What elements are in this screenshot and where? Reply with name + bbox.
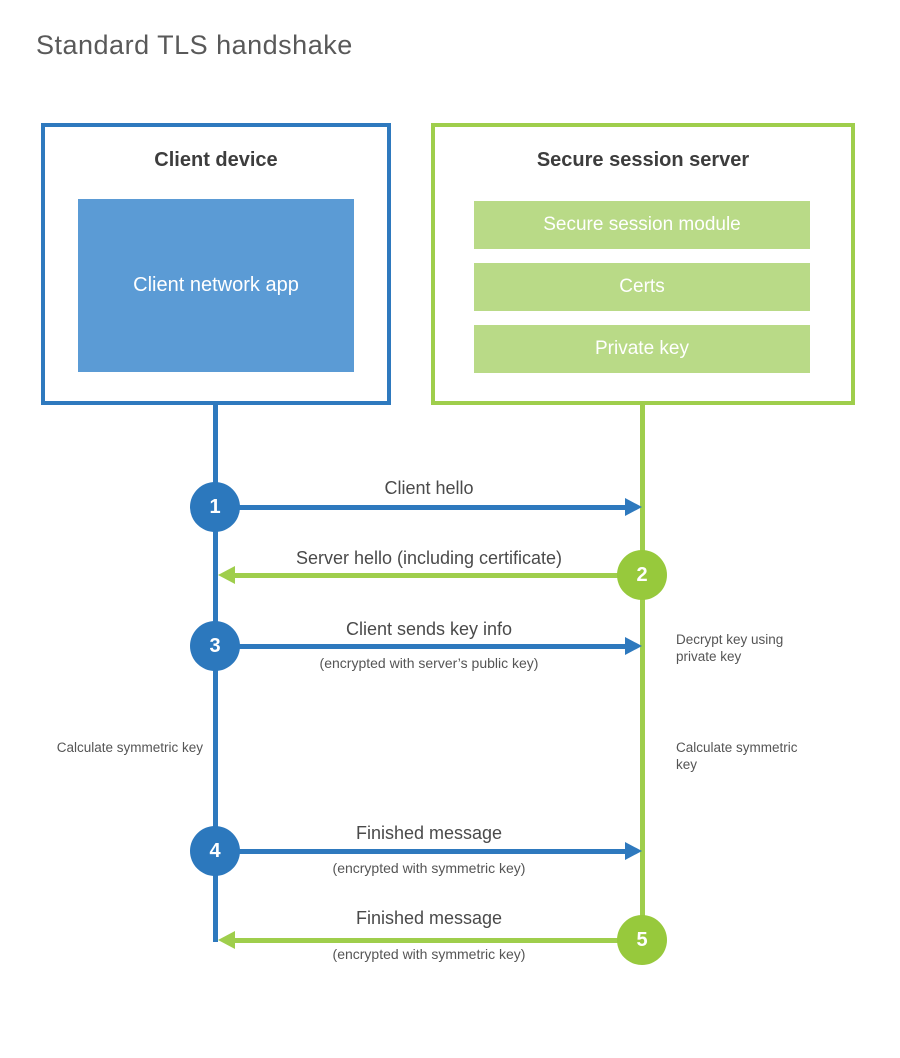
arrow-shaft: [218, 644, 627, 649]
step5-badge: 5: [617, 915, 667, 965]
step2-arrow-left-icon: [218, 566, 642, 584]
server-lifeline: [640, 405, 645, 940]
step5-arrow-left-icon: [218, 931, 642, 949]
server-module-secure-session: Secure session module: [474, 201, 810, 249]
step1-arrow-right-icon: [218, 498, 642, 516]
step2-badge: 2: [617, 550, 667, 600]
step3-message-label: Client sends key info: [345, 619, 513, 639]
step1-number: 1: [209, 495, 221, 518]
arrow-head-icon: [625, 637, 642, 655]
step3-message-sublabel: (encrypted with server’s public key): [319, 655, 539, 671]
calculate-symmetric-key-note-server: Calculate symmetric key: [676, 740, 798, 772]
client-device-header: Client device: [154, 149, 278, 171]
step4-arrow-right-icon: [218, 842, 642, 860]
arrow-shaft: [218, 505, 627, 510]
step3-badge: 3: [190, 621, 240, 671]
step5-message-label: Finished message: [355, 908, 503, 928]
client-device-box: Client device Client network app: [41, 123, 391, 405]
page-title: Standard TLS handshake: [36, 30, 353, 60]
step1-message-label: Client hello: [384, 478, 474, 498]
client-lifeline: [213, 405, 218, 942]
arrow-shaft: [233, 573, 642, 578]
step3-arrow-right-icon: [218, 637, 642, 655]
step5-message-sublabel: (encrypted with symmetric key): [332, 946, 526, 962]
step4-badge: 4: [190, 826, 240, 876]
step2-number: 2: [636, 563, 648, 586]
step4-message-label: Finished message: [355, 823, 503, 843]
client-network-app-box: Client network app: [78, 199, 354, 372]
arrow-head-icon: [625, 842, 642, 860]
server-module-certs: Certs: [474, 263, 810, 311]
client-network-app-label: Client network app: [133, 274, 299, 296]
step1-badge: 1: [190, 482, 240, 532]
step3-number: 3: [209, 634, 221, 657]
step5-number: 5: [636, 928, 648, 951]
step4-number: 4: [209, 839, 221, 862]
secure-session-server-header: Secure session server: [536, 149, 750, 171]
server-module-private-key: Private key: [474, 325, 810, 373]
arrow-head-icon: [218, 931, 235, 949]
secure-session-server-box: Secure session server Secure session mod…: [431, 123, 855, 405]
step4-message-sublabel: (encrypted with symmetric key): [332, 860, 526, 876]
step2-message-label: Server hello (including certificate): [295, 548, 563, 568]
arrow-head-icon: [625, 498, 642, 516]
arrow-shaft: [218, 849, 627, 854]
arrow-head-icon: [218, 566, 235, 584]
arrow-shaft: [233, 938, 642, 943]
calculate-symmetric-key-note-client: Calculate symmetric key: [56, 740, 203, 755]
decrypt-key-note: Decrypt key using private key: [676, 632, 784, 664]
